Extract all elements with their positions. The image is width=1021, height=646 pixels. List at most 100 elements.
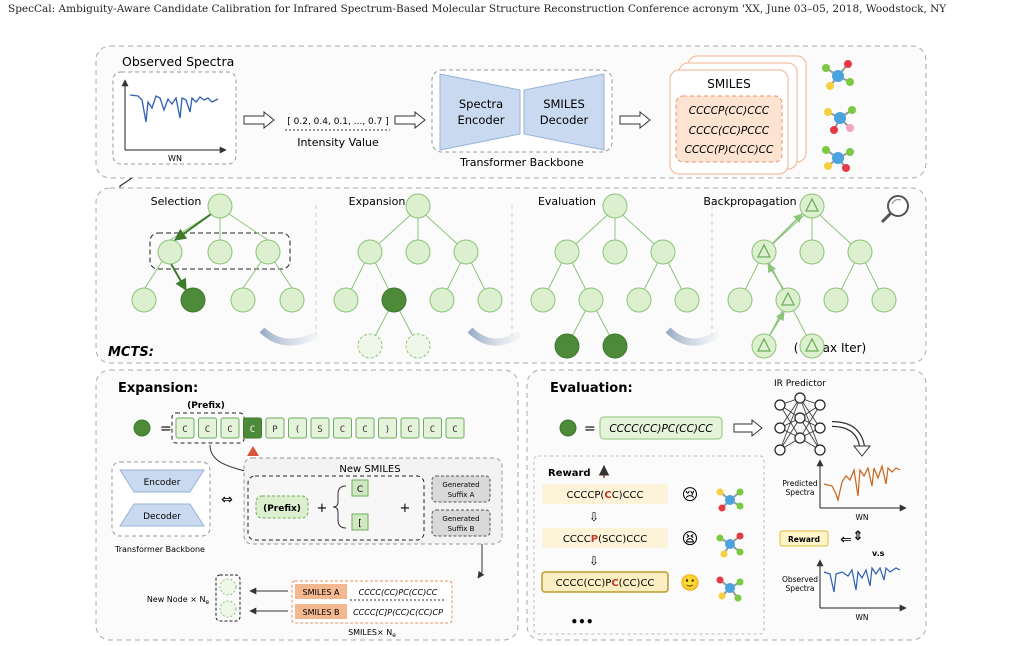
smiles-title: SMILES	[707, 77, 750, 91]
token-text: C	[340, 425, 345, 435]
down-arrow-icon: ⇩	[589, 554, 599, 568]
molecule-icon	[716, 576, 744, 602]
decoder-label-2: Decoder	[540, 113, 589, 127]
suffix-a-label-2: Suffix A	[448, 491, 475, 499]
svg-text:=: =	[584, 421, 596, 437]
token-text: C	[452, 425, 457, 435]
prefix-node-label: (Prefix)	[263, 504, 301, 514]
wn-label: WN	[855, 513, 868, 522]
ellipsis: •••	[570, 615, 593, 629]
expansion-tree: Expansion	[333, 193, 503, 359]
token-box	[310, 417, 330, 439]
token-box	[265, 417, 285, 439]
evaluation-tree: Evaluation	[530, 193, 700, 359]
intensity-vector: [ 0.2, 0.4, 0.1, ..., 0.7 ]	[287, 117, 388, 127]
wn-axis-label: WN	[168, 154, 182, 163]
candidate-smiles: CCCCP(CC)CCC	[566, 490, 643, 501]
paper-running-title: SpecCal: Ambiguity-Aware Candidate Calib…	[8, 3, 625, 15]
decoder-label-1: SMILES	[543, 97, 585, 111]
reward-box-label: Reward	[788, 535, 820, 544]
smiles-a-label: SMILES A	[303, 588, 340, 597]
selection-tree: Selection	[131, 193, 305, 313]
smiles-candidate-2: CCCC(CC)PCCC	[689, 125, 770, 137]
candidate-smiles: CCCC(CC)PC(CC)CC	[556, 578, 655, 589]
molecule-icon	[822, 60, 854, 90]
suffix-b-label-2: Suffix B	[448, 525, 475, 533]
token-box	[288, 417, 307, 439]
top-panel: Observed Spectra WN [ 0.2, 0.4, 0.1, ...…	[95, 45, 927, 179]
predicted-label-1: Predicted	[782, 479, 817, 488]
magnifier-icon	[880, 195, 909, 224]
token-text: )	[385, 425, 390, 435]
candidate-row	[542, 528, 668, 548]
neural-network-icon	[774, 392, 826, 456]
observed-spectrum-plot: WN	[112, 71, 237, 165]
svg-text:⇕: ⇕	[853, 529, 864, 544]
wn2-label: WN	[855, 613, 868, 622]
smiles-b-label: SMILES B	[303, 608, 340, 617]
observed-spectra-title: Observed Spectra	[122, 54, 234, 69]
spectra-encoder-shape	[439, 73, 521, 151]
mini-decoder-label: Decoder	[143, 512, 181, 522]
cursor-marker	[247, 446, 259, 456]
suffix-a-label-1: Generated	[442, 481, 479, 489]
step-expansion: Expansion	[349, 195, 406, 208]
emoji-face-icon: 😢	[682, 485, 699, 504]
mcts-label: MCTS:	[108, 345, 154, 360]
conference-info: Conference acronym 'XX, June 03–05, 2018…	[627, 3, 947, 15]
suffix-b-label-1: Generated	[442, 515, 479, 523]
smiles-candidate-stack: SMILES CCCCP(CC)CCC CCCC(CC)PCCC CCCC(P)…	[669, 55, 807, 175]
smiles-b-value: CCCC[C]P(CC)C(CC)CP	[353, 608, 443, 617]
token-text: C	[430, 425, 435, 435]
token-box	[400, 417, 420, 439]
token-box	[445, 417, 465, 439]
token-box	[378, 417, 397, 439]
mini-backbone-label: Transformer Backbone	[114, 545, 205, 554]
eval-smiles: CCCC(CC)PC(CC)CC	[609, 423, 713, 435]
running-header: SpecCal: Ambiguity-Aware Candidate Calib…	[8, 3, 1013, 15]
transformer-backbone-block: Spectra Encoder SMILES Decoder Transform…	[431, 69, 613, 169]
encoder-label-1: Spectra	[459, 97, 503, 111]
arrow-icon	[243, 110, 275, 130]
reward-title: Reward	[548, 468, 591, 479]
equals-sign: =	[160, 421, 172, 437]
encoder-label-2: Encoder	[457, 113, 504, 127]
token-text: S	[317, 425, 322, 435]
observed-spectrum-line	[129, 94, 219, 123]
token-text: C	[362, 425, 367, 435]
token-text: C	[205, 425, 210, 435]
node-marker	[133, 419, 151, 437]
token-box	[423, 417, 442, 439]
svg-text:+: +	[317, 501, 328, 516]
candidate-row	[542, 484, 668, 504]
token-box	[243, 417, 262, 439]
transition-arrow	[259, 327, 320, 346]
new-smiles-box: New SMILES (Prefix) + C [ + Generated Su…	[243, 457, 503, 545]
molecule-icon	[716, 532, 744, 558]
prefix-label: (Prefix)	[187, 401, 225, 411]
molecule-icon	[822, 146, 854, 172]
smiles-results: SMILES A CCCC(CC)PC(CC)CC SMILES B CCCC[…	[291, 580, 453, 639]
step-evaluation: Evaluation	[538, 195, 596, 208]
token-text: P	[272, 425, 278, 435]
step-backpropagation: Backpropagation	[703, 195, 796, 208]
mcts-panel: MCTS: (× Max Iter) Selection Expansion	[95, 187, 927, 364]
smiles-ne-label: SMILES× Ne	[348, 628, 396, 639]
predicted-spectrum-plot: Predicted Spectra WN	[782, 459, 907, 522]
new-node-label: New Node × Ne	[147, 595, 210, 606]
smiles-decoder-shape	[523, 73, 605, 151]
observed-label-1: Observed	[782, 575, 818, 584]
node-marker	[559, 419, 577, 437]
molecule-icon	[824, 106, 856, 134]
intensity-value-label: Intensity Value	[297, 136, 379, 149]
arrow-icon	[733, 418, 763, 438]
new-smiles-title: New SMILES	[339, 464, 400, 475]
backbone-label: Transformer Backbone	[459, 156, 584, 169]
token-box	[333, 417, 352, 439]
token-box	[220, 417, 240, 439]
choice-token-1: C	[357, 485, 363, 495]
observed-label-2: Spectra	[786, 584, 815, 593]
emoji-face-icon: 🙂	[680, 573, 700, 592]
smiles-candidate-3: CCCC(P)C(CC)CC	[685, 144, 774, 156]
